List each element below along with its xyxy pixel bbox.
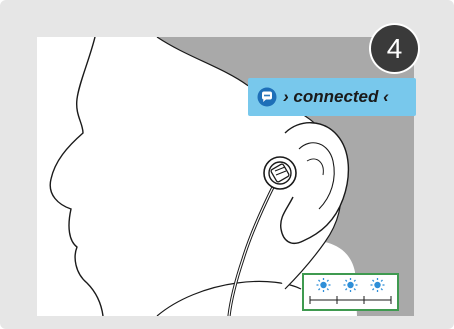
led-blink-1	[317, 278, 331, 292]
led-indicator-box	[302, 273, 399, 311]
earbud-device	[264, 157, 296, 189]
bluetooth-chat-icon	[257, 87, 277, 107]
face-profile-outline	[50, 37, 103, 316]
led-blink-3	[371, 278, 385, 292]
led-timeline	[310, 296, 391, 304]
connected-status-text: › connected ‹	[283, 87, 389, 107]
led-blink-2	[344, 278, 358, 292]
connected-status-chip: › connected ‹	[248, 78, 416, 116]
step-number-badge: 4	[371, 25, 418, 72]
blinking-led-icon	[304, 275, 397, 309]
